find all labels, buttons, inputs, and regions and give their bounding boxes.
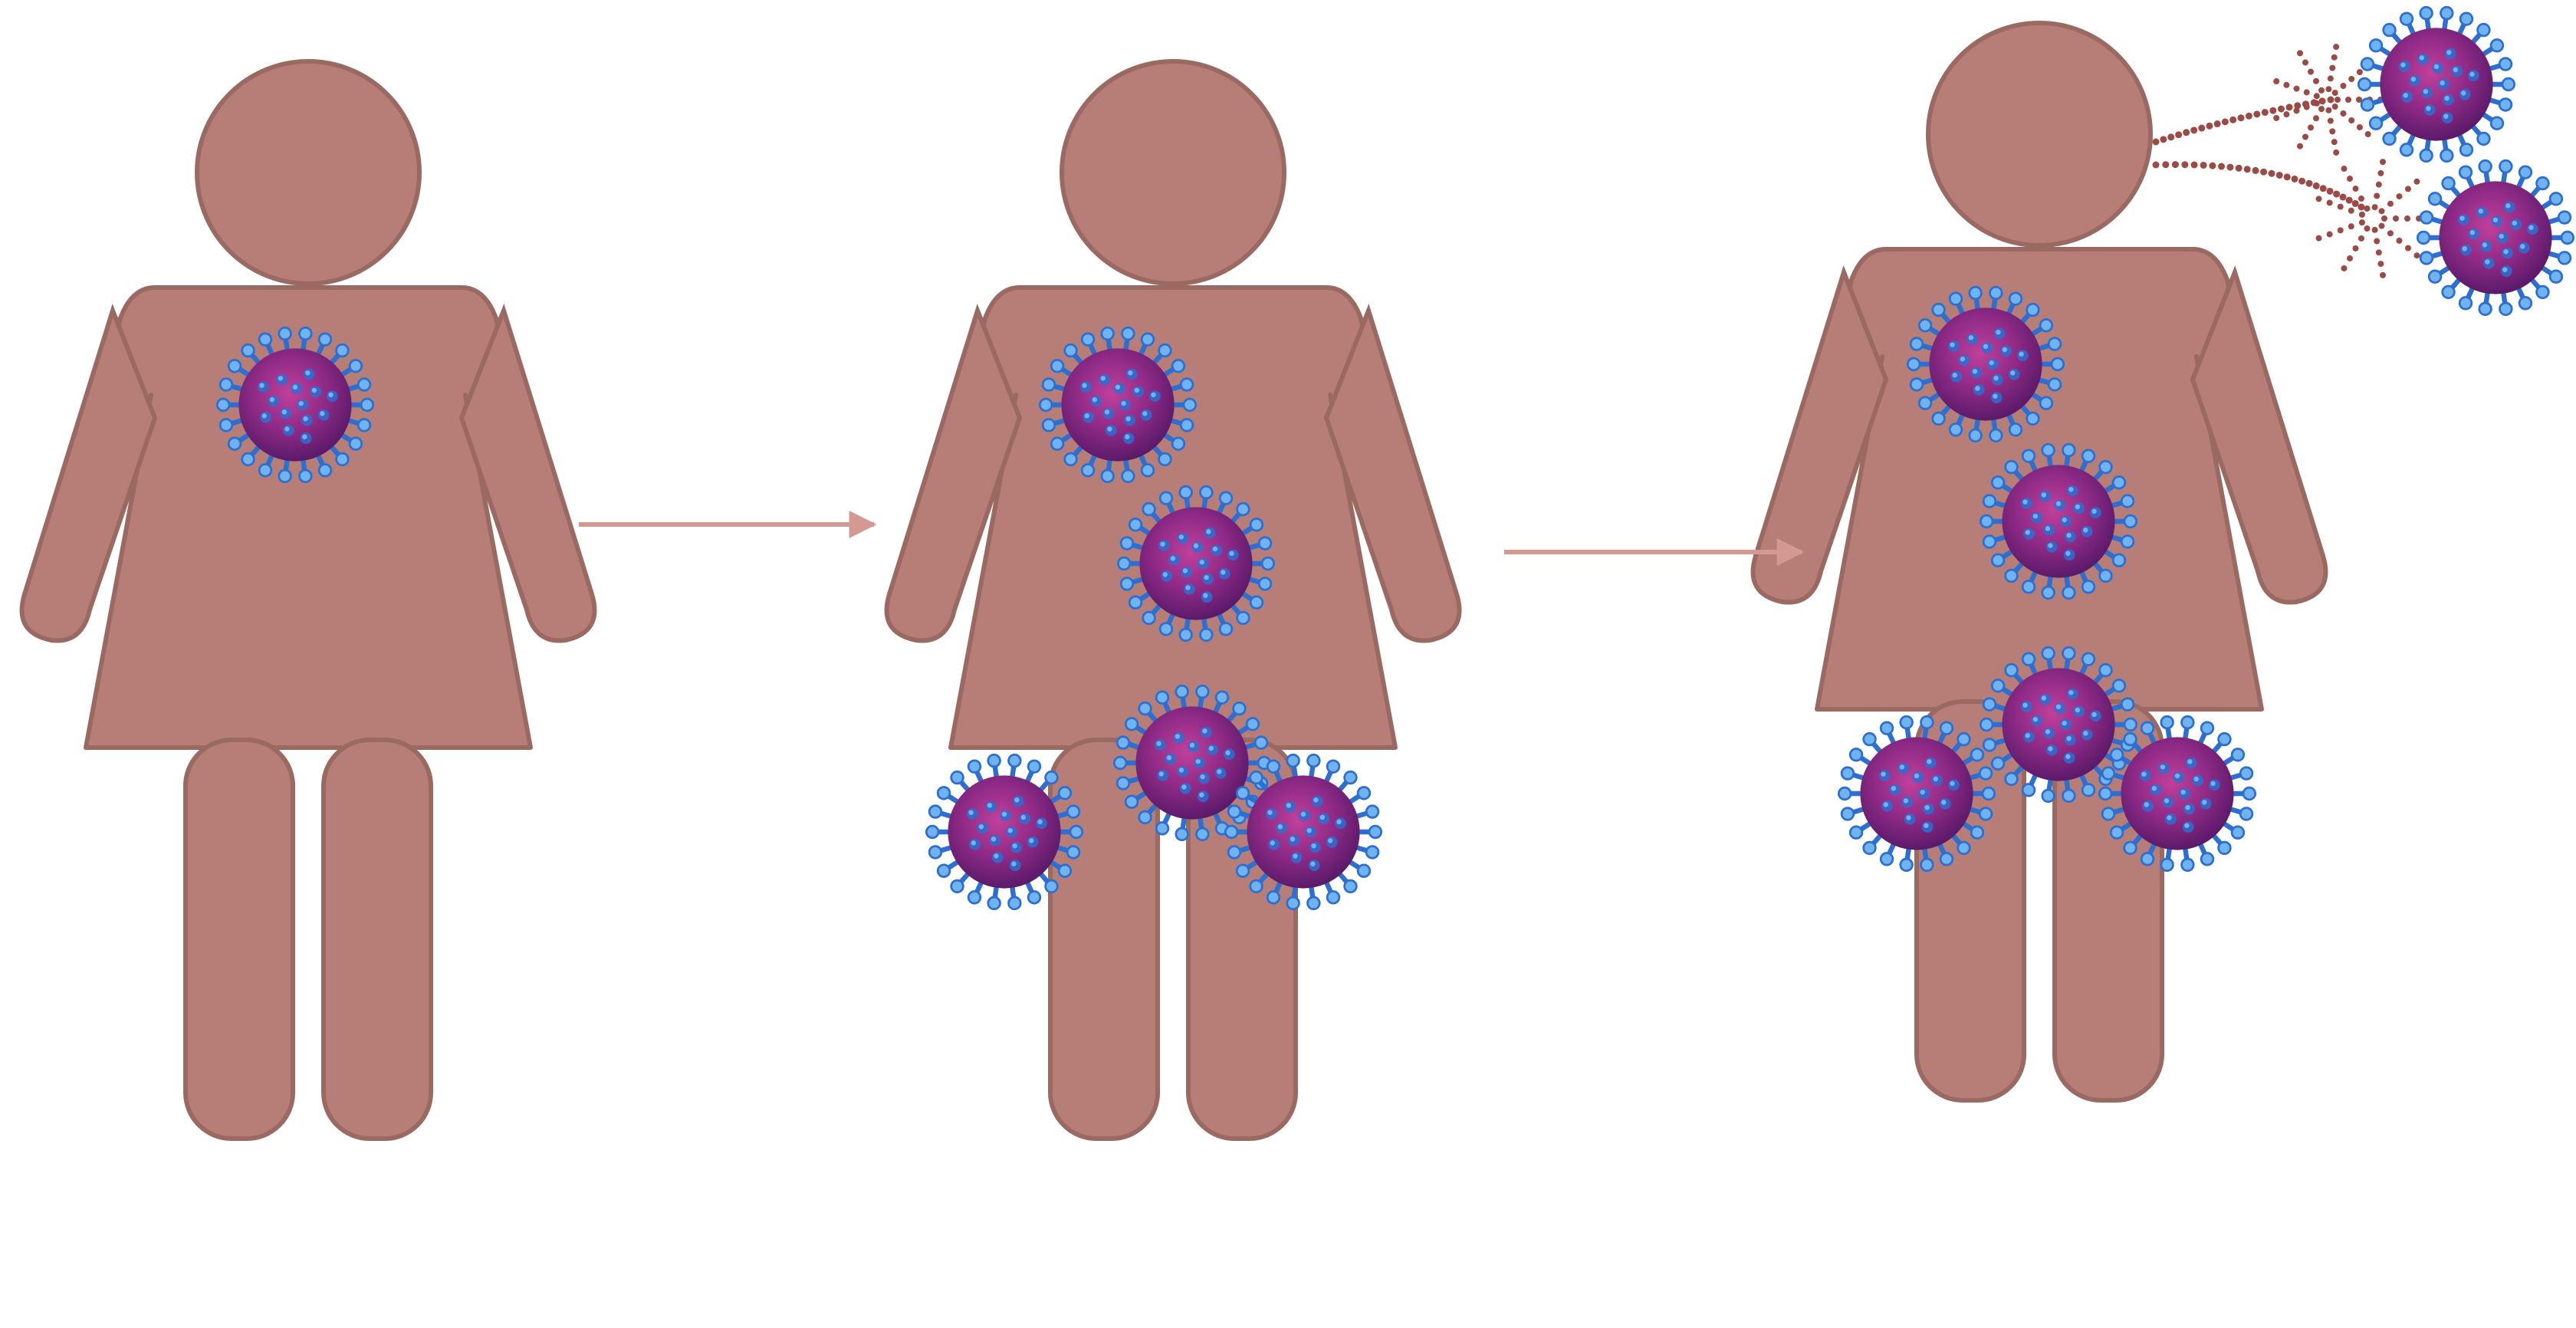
virus-icon bbox=[2417, 160, 2573, 314]
person-icon bbox=[22, 61, 595, 1139]
virus-icon bbox=[2358, 7, 2514, 161]
